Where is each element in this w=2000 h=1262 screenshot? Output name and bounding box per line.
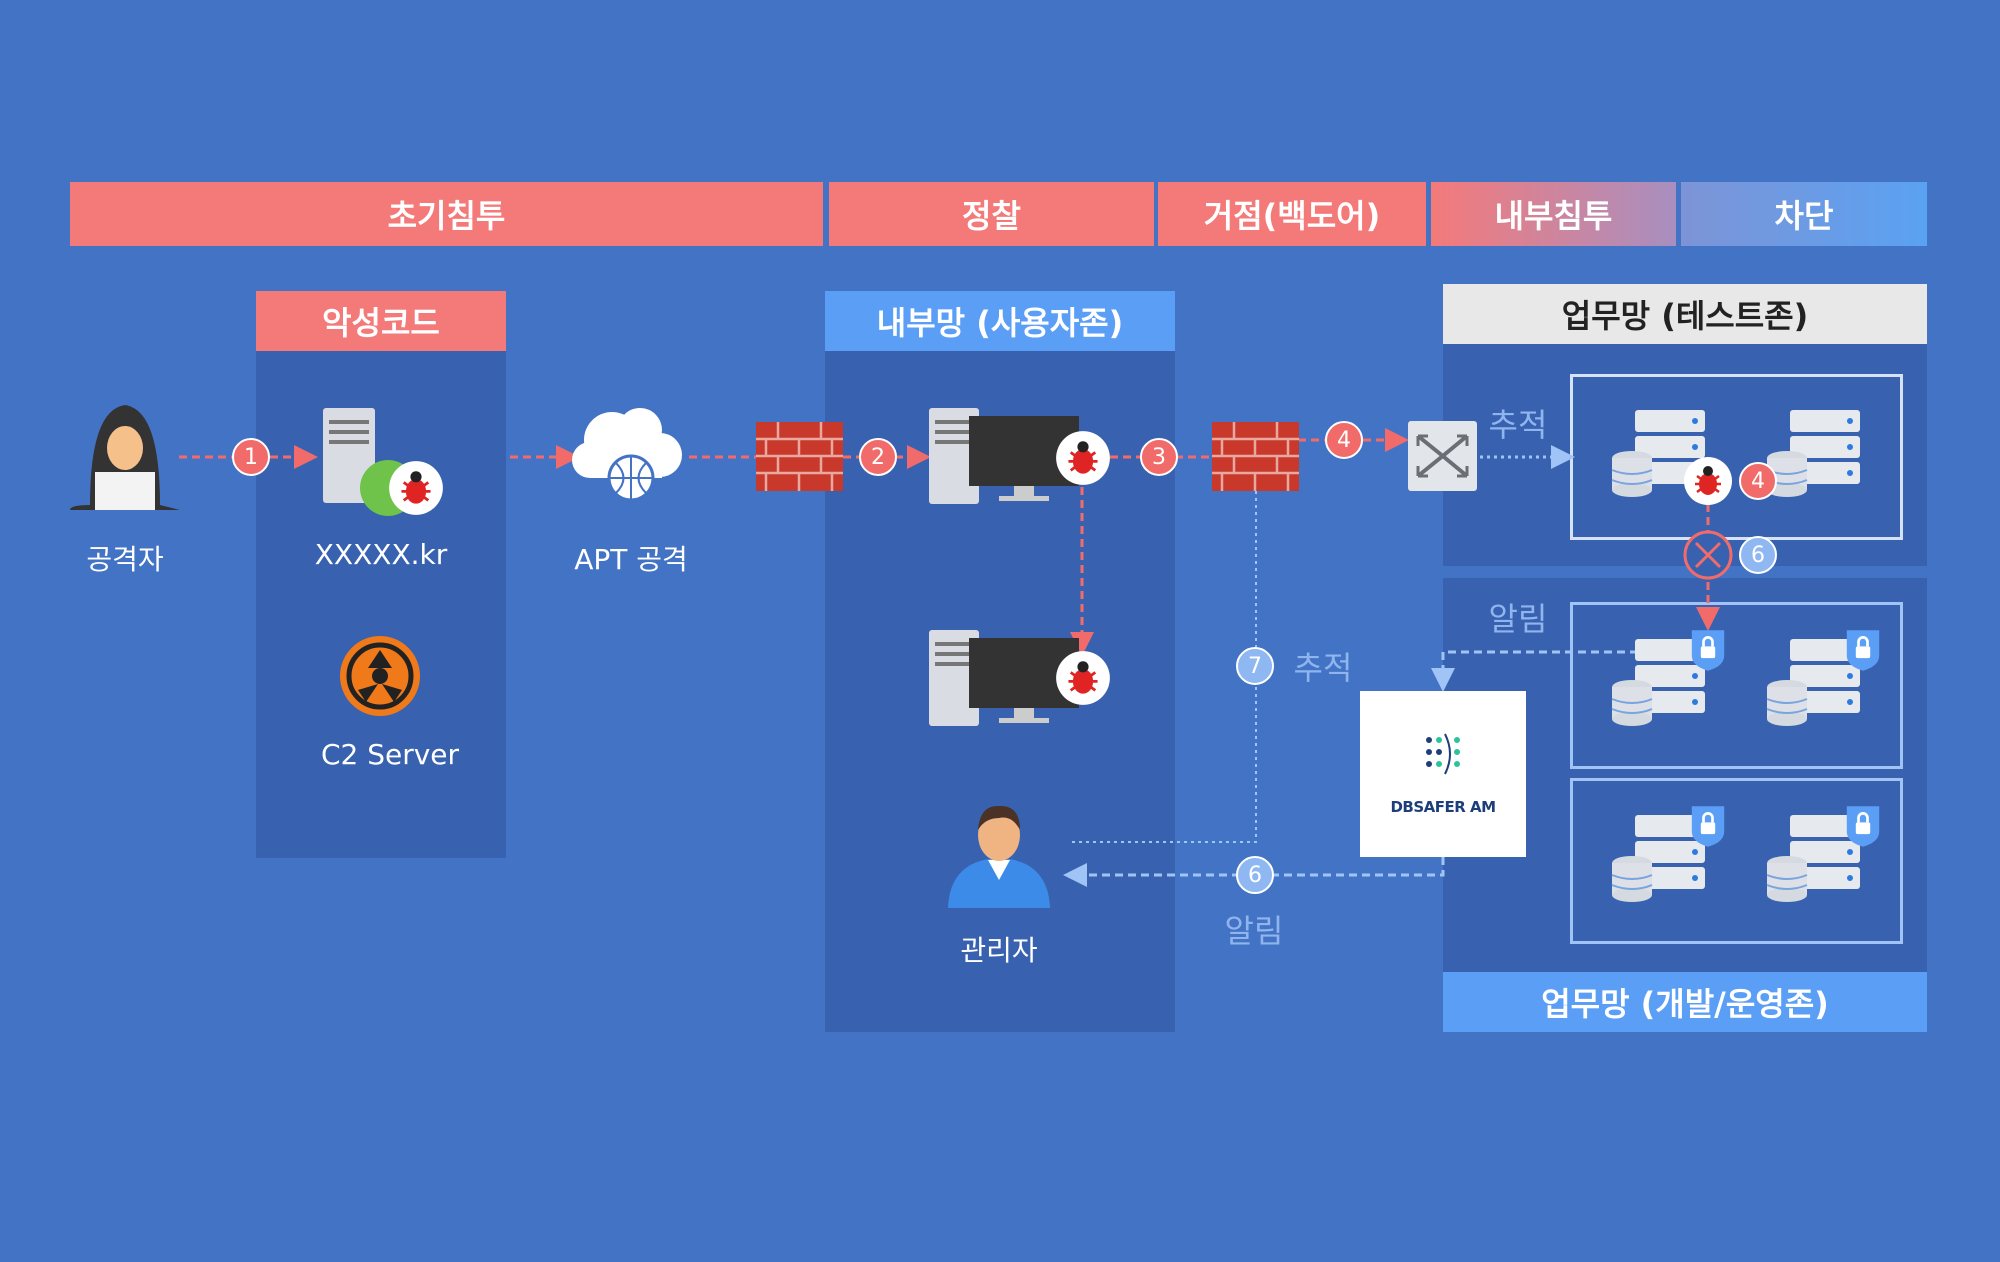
bug-icon [1055, 650, 1111, 706]
cloud-internet-icon [572, 408, 682, 502]
test-zone-header: 업무망 (테스트존) [1443, 284, 1927, 344]
stage-label: 초기침투 [387, 197, 506, 235]
block-x-icon [1683, 530, 1733, 580]
malware-panel: 악성코드 [256, 291, 506, 858]
step-4-badge: 4 [1325, 421, 1363, 459]
lock-shield-icon [1845, 804, 1881, 848]
bug-icon [388, 460, 444, 516]
stage-label: 차단 [1774, 197, 1834, 235]
network-switch-icon [1408, 421, 1477, 491]
db-server-icon [1611, 814, 1706, 903]
step-6-badge: 6 [1236, 856, 1274, 894]
dev-zone-header: 업무망 (개발/운영존) [1443, 972, 1927, 1032]
domain-label: XXXXX.kr [314, 538, 448, 571]
firewall-icon [1212, 422, 1299, 491]
stage-internal-intrusion: 내부침투 [1431, 182, 1676, 246]
db-server-icon [1766, 409, 1861, 498]
alert-label: 알림 [1224, 912, 1284, 950]
stage-reconnaissance: 정찰 [829, 182, 1154, 246]
c2-server-label: C2 Server [320, 738, 460, 771]
stage-initial-intrusion: 초기침투 [70, 182, 823, 246]
step-2-badge: 2 [859, 438, 897, 476]
defense-flow-lines [1063, 445, 1690, 887]
bug-icon [1683, 456, 1733, 506]
dev-server-group-1 [1570, 602, 1903, 769]
lock-shield-icon [1845, 628, 1881, 672]
internal-network-header: 내부망 (사용자존) [825, 291, 1175, 351]
biohazard-icon [340, 636, 420, 716]
trace-label: 추적 [1293, 649, 1353, 687]
apt-attack-label: APT 공격 [574, 543, 688, 576]
db-server-icon [1611, 638, 1706, 727]
step-1-badge: 1 [232, 438, 270, 476]
trace-label: 추적 [1488, 406, 1548, 444]
firewall-icon [756, 422, 843, 491]
lock-shield-icon [1690, 804, 1726, 848]
attacker-label: 공격자 [86, 543, 164, 576]
internal-network-panel: 내부망 (사용자존) [825, 291, 1175, 1032]
malware-panel-header: 악성코드 [256, 291, 506, 351]
db-server-icon [1766, 814, 1861, 903]
admin-user-icon [948, 805, 1050, 908]
admin-label: 관리자 [960, 934, 1038, 967]
dbsafer-am-box: DBSAFER AM [1360, 691, 1526, 857]
stage-label: 내부침투 [1494, 197, 1613, 235]
stage-label: 거점(백도어) [1203, 197, 1381, 235]
stage-backdoor: 거점(백도어) [1158, 182, 1426, 246]
stage-label: 정찰 [962, 197, 1021, 235]
stage-block: 차단 [1681, 182, 1927, 246]
lock-shield-icon [1690, 628, 1726, 672]
step-4-badge: 4 [1739, 462, 1777, 500]
dbsafer-logo-icon [1426, 733, 1460, 775]
alert-label: 알림 [1488, 600, 1548, 638]
dev-server-group-2 [1570, 778, 1903, 944]
step-7-badge: 7 [1236, 647, 1274, 685]
db-server-icon [1766, 638, 1861, 727]
step-6-badge: 6 [1739, 536, 1777, 574]
dbsafer-am-label: DBSAFER AM [1390, 798, 1496, 816]
hacker-icon [70, 405, 180, 510]
step-3-badge: 3 [1140, 438, 1178, 476]
bug-icon [1055, 430, 1111, 486]
